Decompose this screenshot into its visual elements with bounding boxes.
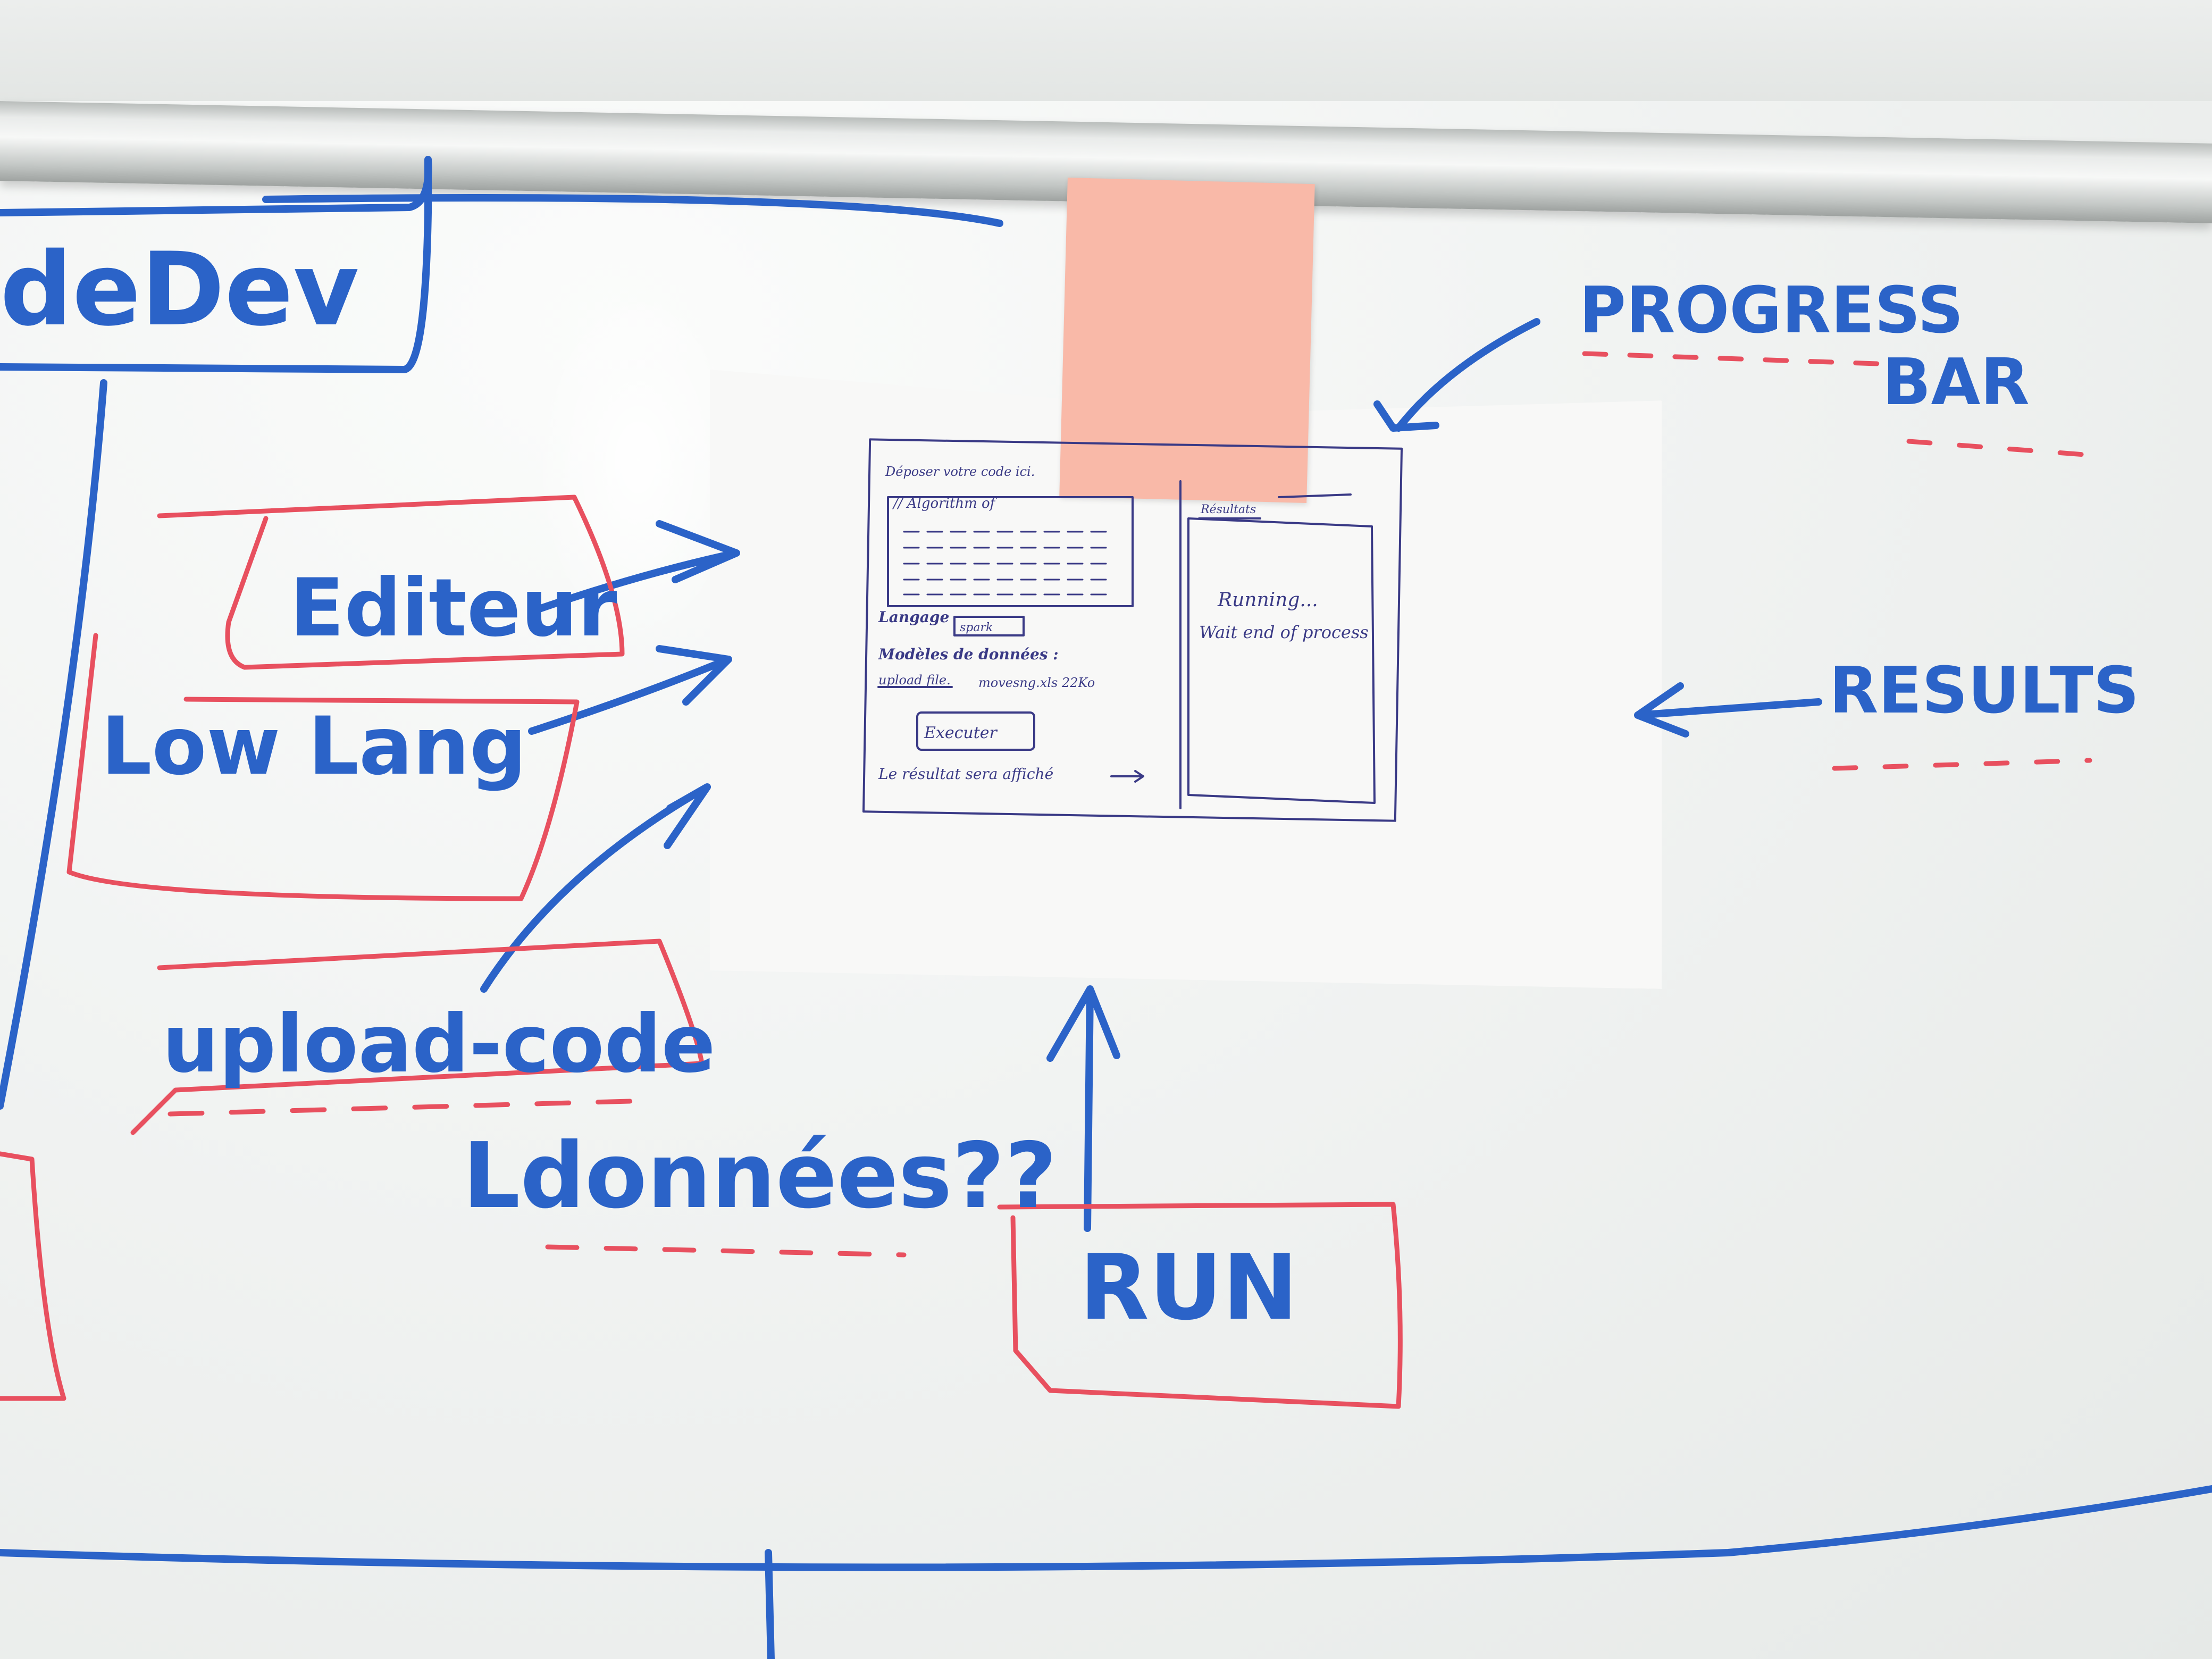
- donnees-underline: [545, 1244, 907, 1258]
- whiteboard-label-run: RUN: [1079, 1235, 1298, 1340]
- whiteboard-label-dedev: deDev: [0, 231, 359, 348]
- whiteboard-label-bar: BAR: [1882, 346, 2030, 420]
- editor-box: [157, 495, 625, 670]
- sketch-deposit-title: Déposer votre code ici.: [885, 464, 1035, 479]
- left-vertical-line: [0, 379, 107, 1110]
- whiteboard-label-editeur: Editeur: [290, 562, 617, 655]
- sketch-result-hint: Le résultat sera affiché: [878, 765, 1053, 783]
- whiteboard-label-results: RESULTS: [1829, 654, 2139, 728]
- top-rule-line: [262, 194, 1003, 227]
- sketch-results-title: Résultats: [1200, 503, 1256, 516]
- code-editor-box: [887, 496, 1134, 607]
- bar-underline: [1906, 439, 2087, 457]
- whiteboard-label-progress: PROGRESS: [1579, 274, 1964, 348]
- bottom-vertical-line: [765, 1549, 775, 1659]
- run-box: [997, 1202, 1403, 1409]
- bottom-rule-line: [0, 1485, 2212, 1571]
- execute-button-box: [916, 711, 1035, 751]
- arrow-progress: [1373, 318, 1540, 432]
- code-scribble-lines: [903, 531, 1112, 596]
- sketch-data-model-label: Modèles de données :: [878, 646, 1059, 663]
- results-panel: [1187, 517, 1376, 804]
- arrow-upload: [480, 783, 711, 993]
- results-underline: [1832, 758, 2092, 771]
- sketch-file-name: movesng.xls 22Ko: [978, 675, 1095, 690]
- whiteboard-label-donnees: Ldonnées??: [463, 1124, 1057, 1229]
- arrow-run: [1046, 985, 1120, 1232]
- upload-box: [130, 939, 705, 1135]
- lowlang-box: [66, 633, 580, 901]
- mockup-frame: [862, 438, 1403, 822]
- upload-underline: [167, 1098, 651, 1117]
- results-bar: [1278, 493, 1352, 498]
- language-select: [953, 616, 1025, 636]
- sketch-execute-button: Executer: [924, 724, 998, 742]
- sketch-language-value: spark: [960, 621, 993, 634]
- whiteboard-label-lowlang: Low Lang: [101, 700, 526, 793]
- sketch-wait-text: Wait end of process: [1199, 622, 1369, 642]
- light-glare: [532, 276, 744, 649]
- progress-underline: [1582, 351, 1896, 367]
- sketch-language-label: Langage: [878, 608, 949, 626]
- sketch-upload-link: upload file.: [878, 673, 951, 688]
- sketch-running-text: Running...: [1217, 589, 1318, 611]
- arrow-editor: [528, 520, 740, 615]
- left-edge-box: [0, 1151, 66, 1401]
- whiteboard-label-upload-code: upload-code: [162, 998, 716, 1091]
- arrow-lowlang: [528, 645, 732, 735]
- arrow-results: [1634, 682, 1822, 738]
- wall-strip: [0, 0, 2212, 101]
- result-arrow: [1110, 770, 1144, 783]
- sketch-code-comment: // Algorithm of: [892, 496, 998, 512]
